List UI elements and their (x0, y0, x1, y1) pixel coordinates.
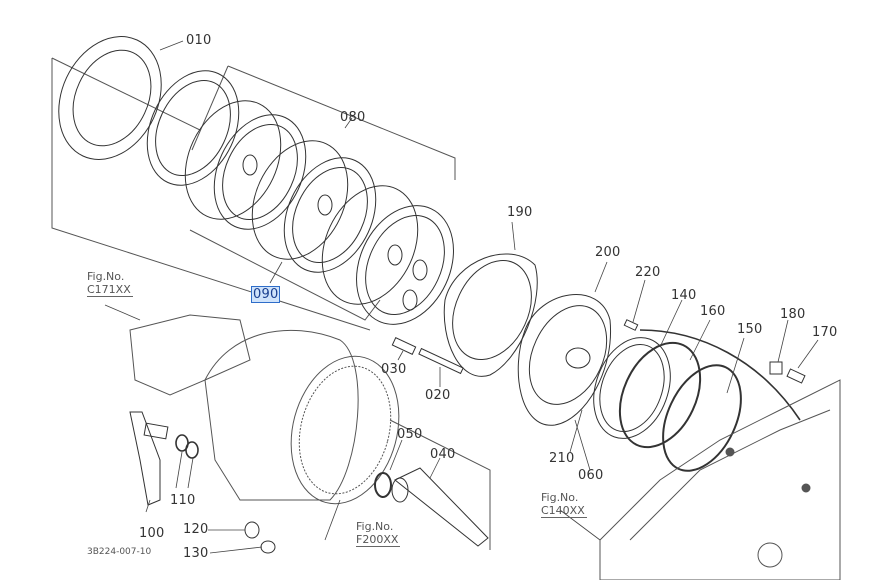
part-020-pin (418, 347, 464, 375)
figure-ref-c140xx[interactable]: Fig.No. C140XX (541, 491, 587, 518)
part-130-ring (260, 540, 276, 554)
part-label-060[interactable]: 060 (578, 468, 604, 483)
part-180-fitting (769, 361, 783, 375)
part-050-oring (374, 472, 392, 498)
leader-lines (104, 40, 819, 554)
part-170-fitting (786, 368, 806, 384)
figure-ref-code[interactable]: C140XX (541, 504, 587, 518)
figure-ref-c171xx[interactable]: Fig.No. C171XX (87, 270, 133, 297)
figure-ref-label: Fig.No. (356, 520, 394, 533)
part-040-shaft (391, 467, 489, 547)
part-label-160[interactable]: 160 (700, 304, 726, 319)
part-label-040[interactable]: 040 (430, 447, 456, 462)
part-200-housing (517, 294, 612, 426)
part-label-220[interactable]: 220 (635, 265, 661, 280)
part-label-170[interactable]: 170 (812, 325, 838, 340)
part-label-030[interactable]: 030 (381, 362, 407, 377)
part-label-180[interactable]: 180 (780, 307, 806, 322)
part-label-050[interactable]: 050 (397, 427, 423, 442)
part-label-140[interactable]: 140 (671, 288, 697, 303)
brake-housing-left (129, 314, 400, 505)
part-label-090[interactable]: 090 (250, 286, 281, 303)
part-label-210[interactable]: 210 (549, 451, 575, 466)
figure-ref-code[interactable]: F200XX (356, 533, 401, 547)
part-label-130[interactable]: 130 (183, 546, 209, 561)
part-label-090-highlighted[interactable]: 090 (250, 286, 281, 303)
part-010-ring (58, 36, 162, 160)
part-140-seal (593, 337, 671, 439)
group-bracket-top (51, 57, 201, 131)
part-030-pin (391, 337, 417, 355)
group-bracket-080 (227, 65, 456, 180)
figure-ref-f200xx[interactable]: Fig.No. F200XX (356, 520, 401, 547)
part-label-100[interactable]: 100 (139, 526, 165, 541)
figure-ref-label: Fig.No. (87, 270, 125, 283)
part-150-oring (662, 364, 742, 472)
figure-ref-code[interactable]: C171XX (87, 283, 133, 297)
part-label-190[interactable]: 190 (507, 205, 533, 220)
part-label-020[interactable]: 020 (425, 388, 451, 403)
part-label-080[interactable]: 080 (340, 110, 366, 125)
part-120-cam (244, 521, 260, 539)
part-label-110[interactable]: 110 (170, 493, 196, 508)
part-100-lever (129, 411, 169, 506)
part-160-oring (618, 341, 702, 449)
part-label-120[interactable]: 120 (183, 522, 209, 537)
document-id: 3B224-007-10 (87, 547, 152, 557)
part-label-200[interactable]: 200 (595, 245, 621, 260)
figure-ref-label: Fig.No. (541, 491, 579, 504)
part-190-plate (443, 253, 538, 377)
part-110-orings (175, 434, 199, 459)
part-label-150[interactable]: 150 (737, 322, 763, 337)
part-080-friction-discs (146, 70, 454, 325)
part-label-010[interactable]: 010 (186, 33, 212, 48)
transmission-case-right (599, 379, 841, 580)
part-220-fitting (623, 319, 801, 421)
group-bracket-090 (189, 229, 381, 321)
